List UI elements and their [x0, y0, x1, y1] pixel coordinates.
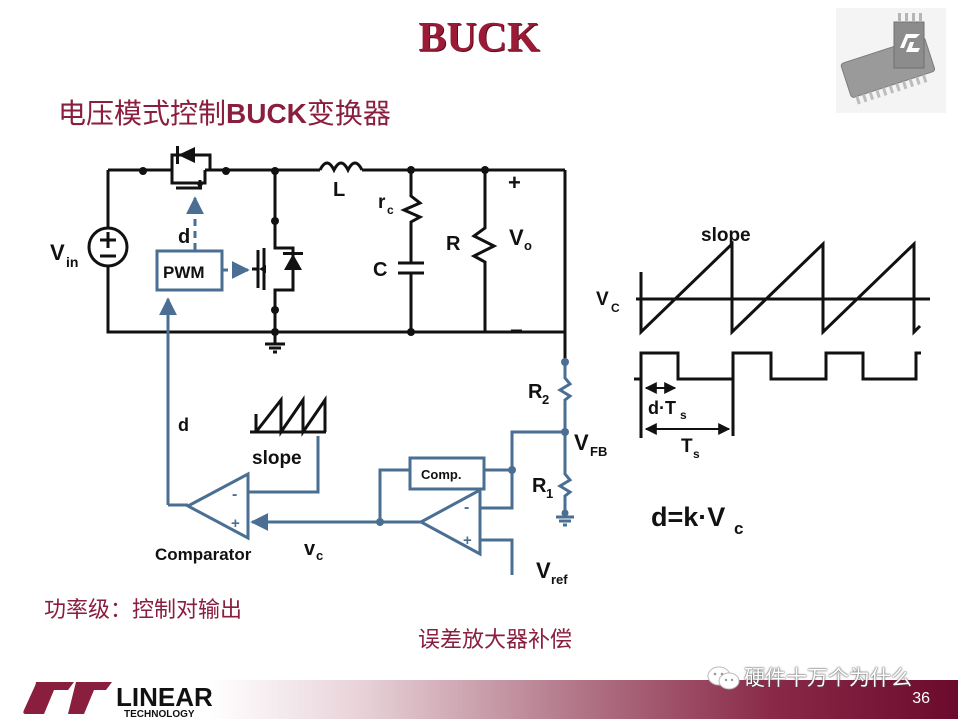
vref-label: V	[536, 558, 551, 583]
junction-dot	[271, 306, 279, 314]
slide-subtitle: 电压模式控制BUCK变换器	[58, 92, 391, 132]
vref-sub: ref	[551, 572, 568, 587]
vo-plus: +	[508, 170, 521, 195]
junction-dot	[271, 217, 279, 225]
vin-sub: in	[66, 254, 78, 270]
page-number: 36	[912, 690, 930, 707]
waveform-plot	[634, 240, 930, 438]
vin-label: V	[50, 240, 65, 265]
comparator-minus: -	[232, 486, 237, 503]
comp-label: Comp.	[421, 467, 461, 482]
esr-label: r	[378, 192, 386, 213]
vin-source-icon	[87, 226, 129, 268]
vfb-sub: FB	[590, 444, 607, 459]
watermark-text: 硬件十万个为什么	[744, 666, 912, 690]
control-path	[155, 196, 574, 575]
ic-chip-icon	[836, 8, 946, 113]
wechat-icon	[706, 664, 742, 697]
vfb-label: V	[574, 430, 589, 455]
r1-label: R	[532, 475, 547, 497]
pwm-block	[155, 249, 224, 292]
load-label: R	[446, 233, 461, 255]
ls-body-diode-icon	[284, 254, 302, 270]
pwm-waveform	[634, 351, 921, 381]
logo-name: LINEAR	[116, 682, 213, 712]
vc-label: v	[304, 538, 316, 560]
r2-sub: 2	[542, 392, 549, 407]
note-error-amp: 误差放大器补偿	[418, 628, 573, 653]
linear-technology-logo: LINEAR TECHNOLOGY	[14, 676, 214, 720]
junction-dot	[271, 328, 279, 336]
erramp-plus: +	[463, 532, 472, 549]
capacitor-label: C	[373, 259, 387, 281]
equation-sub: c	[734, 519, 743, 538]
comparator-label: Comparator	[155, 545, 252, 564]
junction-dot	[222, 167, 230, 175]
wave-vc-label: V	[596, 289, 609, 310]
ramp-waveform	[639, 240, 922, 336]
duty-label: d	[178, 226, 190, 248]
slope-label: slope	[252, 448, 302, 469]
comp-network-block	[408, 456, 486, 491]
slide-title: BUCK	[418, 15, 540, 61]
ts-sub: s	[693, 447, 700, 461]
junction-dot	[271, 167, 279, 175]
junction-dot	[139, 167, 147, 175]
hs-body-diode-icon	[178, 147, 195, 163]
dts-label: d·T	[648, 398, 676, 418]
junction-dot	[481, 166, 489, 174]
inductor-label: L	[333, 179, 345, 201]
subtitle-suffix: 变换器	[306, 97, 391, 130]
pwm-label: PWM	[163, 263, 205, 282]
vo-label: V	[509, 225, 524, 250]
wave-slope-label: slope	[701, 225, 751, 246]
dts-sub: s	[680, 408, 687, 422]
note-power-stage: 功率级：控制对输出	[44, 598, 243, 623]
vo-minus: −	[510, 318, 523, 343]
junction-dot	[407, 166, 415, 174]
erramp-minus: -	[464, 499, 469, 516]
r2-label: R	[528, 381, 543, 403]
vc-sub: c	[316, 548, 323, 563]
comparator-plus: +	[231, 515, 240, 532]
r1-sub: 1	[546, 486, 553, 501]
wave-vc-sub: C	[611, 301, 620, 315]
esr-sub: c	[387, 203, 394, 217]
ts-label: T	[681, 436, 693, 457]
subtitle-prefix: 电压模式控制	[58, 97, 227, 130]
logo-sub: TECHNOLOGY	[124, 709, 195, 719]
junction-dot	[407, 328, 415, 336]
feedback-duty-label: d	[178, 415, 189, 435]
footer-gradient-bar	[210, 680, 958, 719]
equation-label: d=k·V	[651, 502, 725, 532]
vo-sub: o	[524, 238, 532, 253]
slope-ramp-icon	[250, 395, 327, 437]
subtitle-bold: BUCK	[226, 98, 307, 129]
